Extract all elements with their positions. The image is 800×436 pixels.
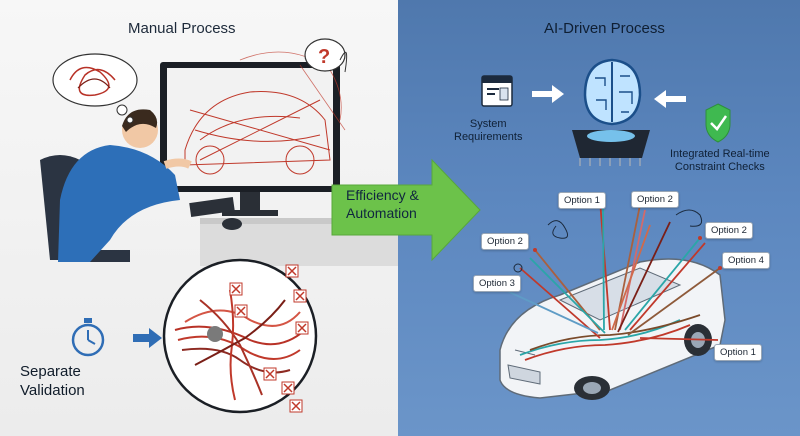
arrow-left-icon — [654, 90, 686, 108]
document-icon — [481, 75, 513, 107]
option-wires — [504, 199, 721, 341]
constraint-line1: Integrated Real-time — [670, 148, 770, 160]
efficiency-label: Efficiency & Automation — [346, 186, 456, 222]
ai-process-title: AI-Driven Process — [544, 20, 665, 37]
option-tag: Option 4 — [722, 252, 770, 269]
arrow-right-icon — [532, 85, 564, 103]
validation-line1: Separate — [20, 363, 81, 380]
manual-process-title: Manual Process — [128, 20, 236, 37]
system-requirements-label: System Requirements — [454, 118, 522, 144]
option-tag: Option 3 — [473, 275, 521, 292]
question-mark-icon: ? — [304, 38, 348, 73]
constraint-checks-label: Integrated Real-time Constraint Checks — [670, 148, 770, 174]
system-line1: System — [469, 118, 507, 130]
magnified-wiring — [162, 258, 318, 414]
keyboard — [189, 197, 235, 217]
option-tag: Option 2 — [481, 233, 529, 250]
efficiency-arrow — [331, 158, 481, 262]
option-tag: Option 1 — [714, 344, 762, 361]
error-x-icon — [229, 264, 309, 413]
svg-text:?: ? — [318, 46, 330, 68]
efficiency-line2: Automation — [346, 205, 417, 221]
person — [58, 145, 180, 262]
validation-line2: Validation — [20, 382, 85, 399]
constraint-line2: Constraint Checks — [674, 161, 765, 173]
thought-bubble-icon — [52, 53, 138, 124]
efficiency-line1: Efficiency & — [346, 187, 419, 203]
option-tag: Option 1 — [558, 192, 606, 209]
separate-validation-label: Separate Validation — [20, 362, 85, 400]
option-tag: Option 2 — [705, 222, 753, 239]
brain-chip-icon — [572, 58, 650, 166]
stopwatch-icon — [71, 318, 105, 357]
arrow-right-icon — [133, 328, 162, 348]
mouse — [222, 218, 242, 230]
system-line2: Requirements — [454, 131, 523, 143]
option-tag: Option 2 — [631, 191, 679, 208]
checkmark-icon — [705, 103, 731, 143]
